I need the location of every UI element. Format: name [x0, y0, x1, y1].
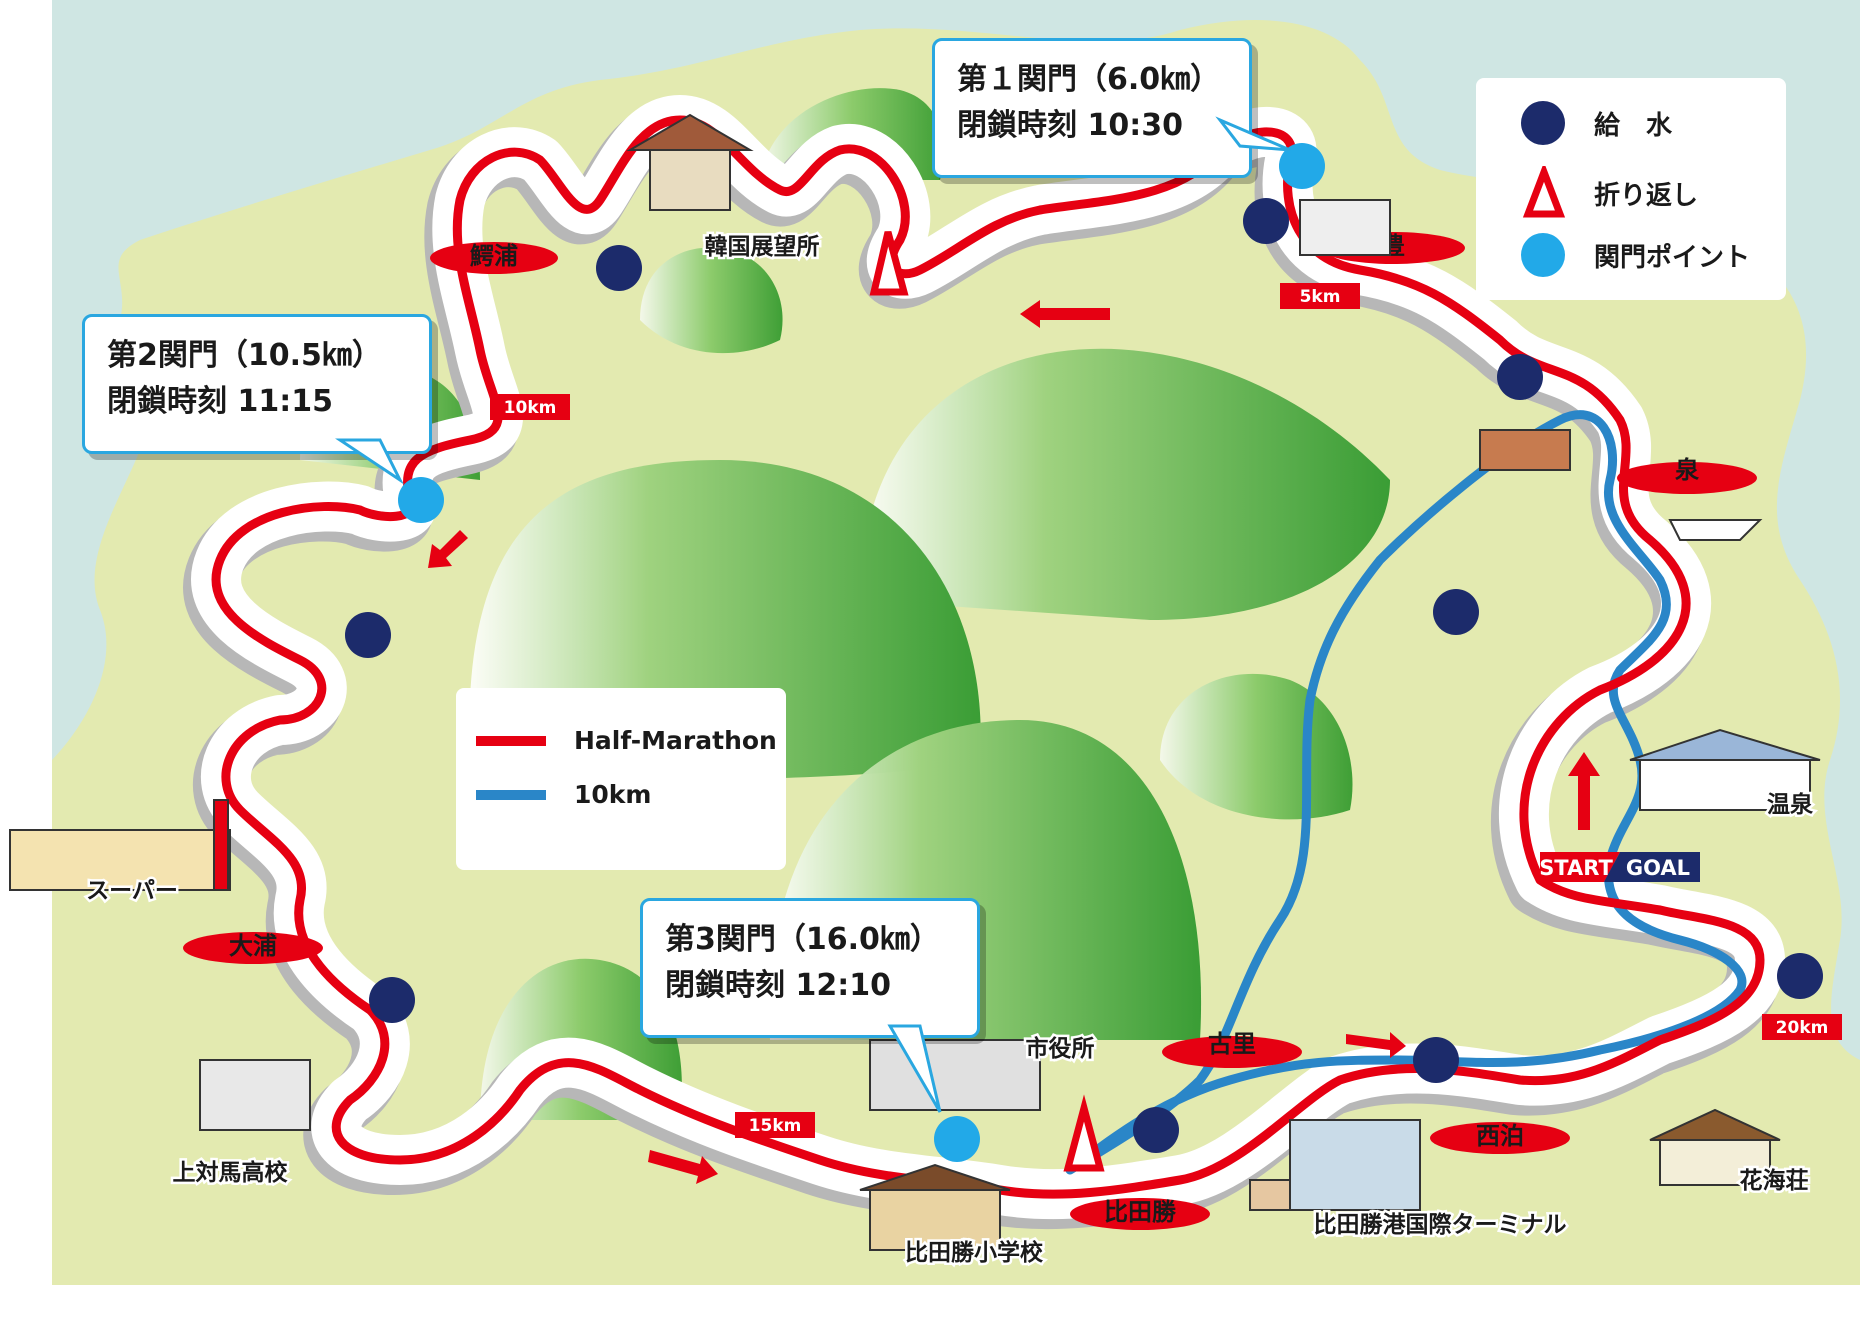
gate2-callout: 第2関門（10.5㎞） 閉鎖時刻 11:15 [82, 314, 432, 454]
km-marker-5: 5km [1300, 287, 1341, 307]
legend-turnaround: 折り返し [1522, 166, 1698, 220]
landmark-school-elem: 比田勝小学校 [905, 1239, 1044, 1266]
gate1-callout: 第１関門（6.0㎞） 閉鎖時刻 10:30 [932, 38, 1252, 178]
boat-icon [1668, 519, 1763, 541]
km-marker-20: 20km [1776, 1018, 1829, 1038]
gate1-title: 第１関門（6.0㎞） [957, 62, 1221, 97]
kaiso-building [1649, 1108, 1781, 1186]
landmark-onsen: 温泉 [1767, 791, 1814, 818]
place-furusato: 古里 [1208, 1030, 1256, 1058]
gate2-close: 閉鎖時刻 11:15 [107, 384, 333, 419]
landmark-kaiso: 花海荘 [1740, 1167, 1809, 1194]
landmark-terminal: 比田勝港国際ターミナル [1314, 1211, 1567, 1238]
direction-arrows [428, 300, 1600, 1184]
turnaround-icon [1522, 166, 1566, 218]
goal-label: GOAL [1626, 856, 1690, 880]
half-course-swatch [476, 735, 546, 746]
place-wani: 鰐浦 [470, 242, 518, 270]
distance-markers [490, 283, 1842, 1138]
landmark-school-high: 上対馬高校 [173, 1159, 289, 1186]
gate2-title: 第2関門（10.5㎞） [107, 338, 382, 373]
km-marker-15: 15km [749, 1116, 802, 1136]
landmark-korea-obs: 韓国展望所 [705, 233, 820, 260]
water-dot-icon [1521, 101, 1565, 145]
landmark-cityhall: 市役所 [1026, 1035, 1095, 1062]
legend-water: 給 水 [1520, 100, 1672, 146]
legend-checkpoint: 関門ポイント [1520, 232, 1750, 278]
izumi-building [1479, 429, 1571, 471]
onsen-building [1629, 728, 1821, 811]
tenk-course-line [1065, 410, 1747, 1175]
symbol-legend: 給 水 折り返し 関門ポイント [1476, 78, 1786, 300]
checkpoint-dot-icon [1521, 233, 1565, 277]
terminal-building [1249, 1119, 1421, 1211]
water-stations [345, 198, 1823, 1153]
place-izumi: 泉 [1675, 456, 1700, 484]
course-legend: Half-Marathon 10km [456, 688, 786, 870]
gate3-close: 閉鎖時刻 12:10 [665, 968, 891, 1003]
toyo-building [1299, 199, 1391, 256]
cityhall-building [869, 1039, 1041, 1111]
start-goal-banner: START GOAL [1539, 852, 1700, 882]
korea-observatory-building [626, 113, 754, 211]
legend-10km: 10km [476, 780, 651, 809]
landmark-buildings [9, 113, 1821, 1251]
landmark-super: スーパー [86, 878, 178, 904]
place-oura: 大浦 [229, 932, 277, 960]
checkpoints [398, 143, 1325, 1162]
super-building [9, 799, 231, 891]
legend-half-marathon: Half-Marathon [476, 726, 777, 755]
gate3-callout: 第3関門（16.0㎞） 閉鎖時刻 12:10 [640, 898, 980, 1038]
school-high-building [199, 1059, 311, 1131]
gate3-title: 第3関門（16.0㎞） [665, 922, 940, 957]
place-hitakatsu: 比田勝 [1104, 1198, 1177, 1226]
place-nishidomari: 西泊 [1476, 1122, 1524, 1150]
km-marker-10: 10km [504, 398, 557, 418]
turnaround-icons [869, 231, 1105, 1172]
school-elem-building [859, 1163, 1011, 1251]
tenk-course-swatch [476, 789, 546, 800]
start-label: START [1539, 856, 1613, 880]
gate1-close: 閉鎖時刻 10:30 [957, 108, 1183, 143]
